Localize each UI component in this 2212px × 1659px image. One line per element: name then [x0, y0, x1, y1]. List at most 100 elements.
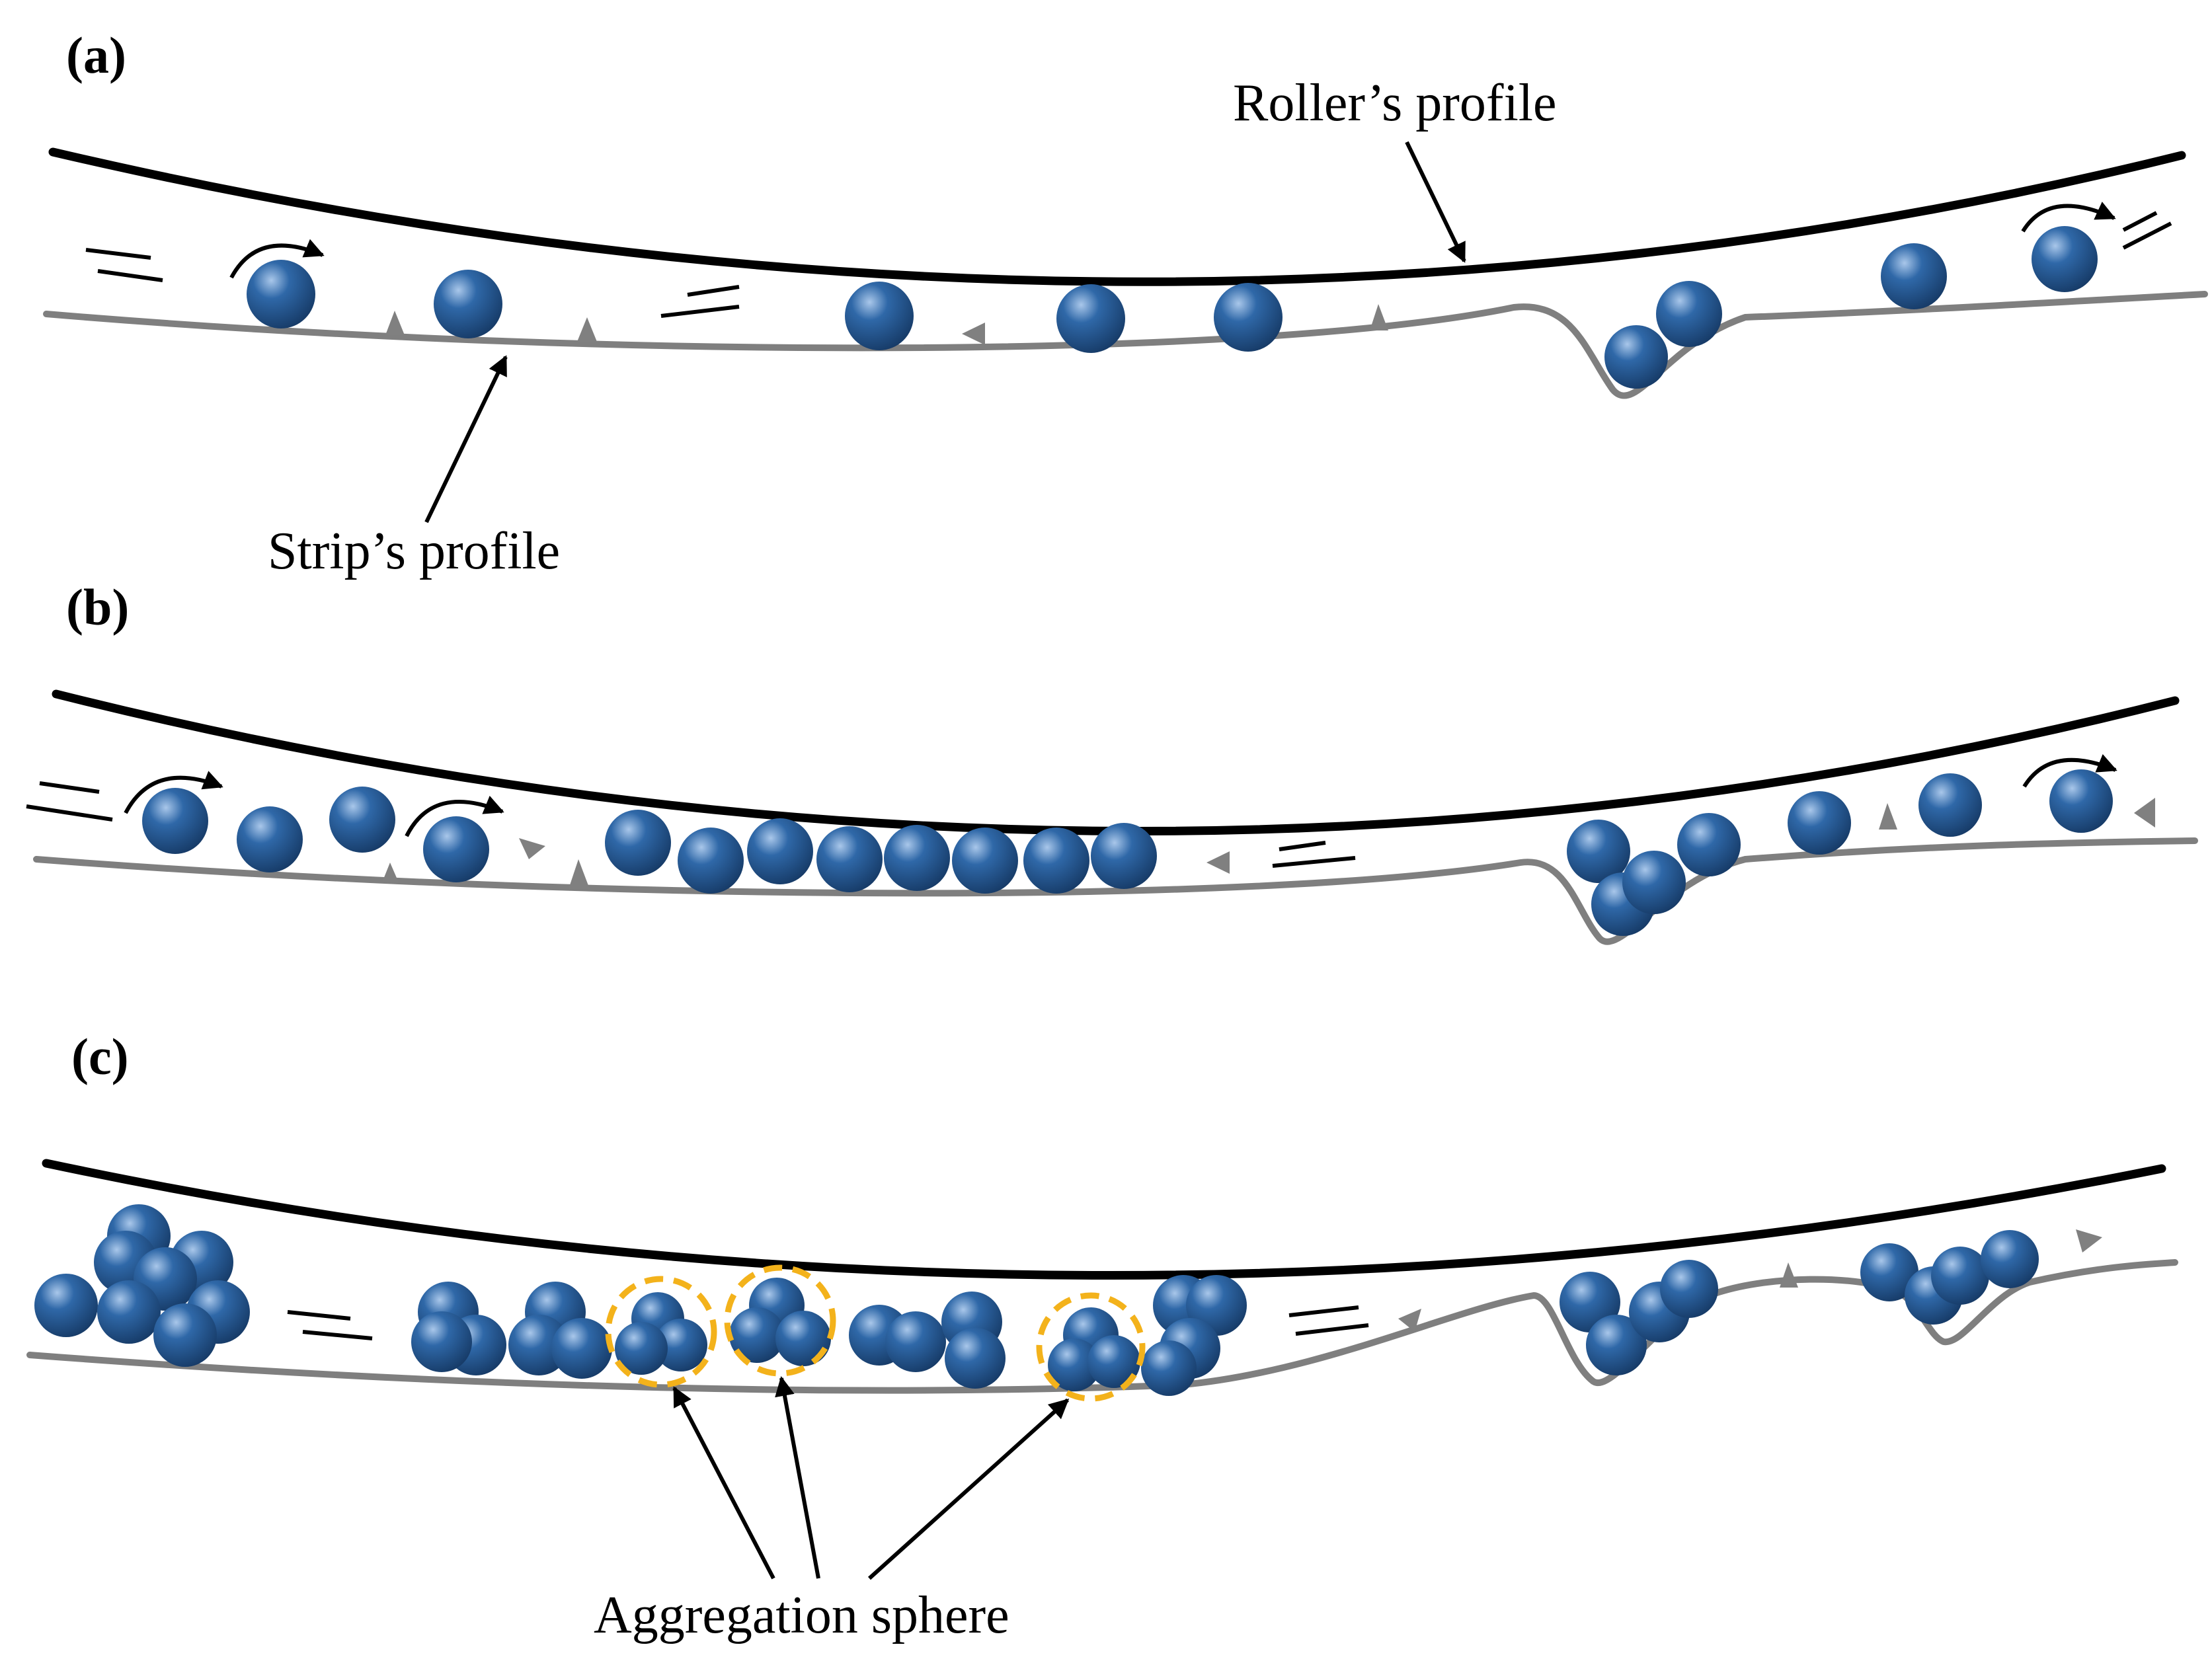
particle [885, 1311, 946, 1372]
asperities-c [1398, 1229, 2102, 1332]
particle [952, 828, 1018, 894]
rotation-arrow-icon [405, 795, 504, 837]
rotation-arrow-icon [124, 771, 223, 814]
asperity [1398, 1309, 1421, 1332]
particle [1087, 1335, 1140, 1388]
particle [1622, 851, 1686, 914]
aggregation-pointer [672, 1386, 775, 1580]
rotation-arrow-icon [2022, 753, 2117, 788]
panel-c-label: (c) [71, 1028, 129, 1085]
flow-mark [302, 1330, 373, 1340]
particle [729, 1307, 785, 1363]
panel-b-label: (b) [66, 578, 129, 636]
particle [1677, 813, 1741, 876]
strip-profile-a [43, 291, 2208, 399]
asperity [569, 859, 590, 889]
rotation-arrows-a [229, 202, 2116, 279]
particle [237, 806, 303, 872]
particles-b [142, 769, 2113, 936]
particle [551, 1318, 612, 1379]
particle [747, 818, 813, 884]
flow-marks-c [287, 1305, 1369, 1340]
particle [845, 282, 914, 350]
aggregation-annotation: Aggregation sphere [594, 1376, 1070, 1644]
particle [329, 787, 395, 853]
particle [2049, 769, 2113, 833]
particle [411, 1311, 472, 1372]
particle [1023, 828, 1089, 894]
flow-mark [39, 781, 100, 794]
roller-profile-pointer [1405, 141, 1466, 263]
panel-b: (b) [26, 578, 2198, 945]
particle [97, 1280, 161, 1344]
particle [1214, 283, 1283, 352]
particle [615, 1322, 668, 1375]
particle [1918, 773, 1982, 837]
particle [816, 826, 883, 892]
asperity [1370, 304, 1388, 330]
particle [34, 1274, 98, 1337]
aggregation-pointer [775, 1376, 820, 1579]
panel-c: (c) [26, 1028, 2178, 1644]
particle [1860, 1243, 1918, 1301]
aggregation-sphere-ring [605, 1276, 717, 1388]
particle [1091, 823, 1157, 889]
particle [1931, 1247, 1989, 1305]
flow-mark [97, 269, 163, 282]
particle [884, 825, 950, 891]
particle [1881, 243, 1947, 309]
roller-profile-c [42, 1159, 2166, 1280]
particle [1604, 325, 1668, 389]
strip-annotation: Strip’s profile [268, 355, 560, 580]
particle [142, 788, 208, 854]
asperity [1206, 851, 1230, 874]
strip-profile-b [33, 837, 2198, 945]
asperities-b [382, 798, 2155, 889]
roller-profile-label: Roller’s profile [1233, 74, 1557, 132]
asperity [1879, 803, 1897, 830]
aggregation-sphere-ring [724, 1264, 836, 1377]
asperities-a [385, 304, 1388, 345]
asperity [382, 863, 399, 882]
rotation-arrows-b [124, 753, 2117, 837]
flow-mark [1288, 1305, 1359, 1317]
particle [1656, 281, 1722, 347]
aggregation-sphere-label: Aggregation sphere [594, 1586, 1009, 1644]
asperity [962, 323, 985, 345]
strip-profile-label: Strip’s profile [268, 522, 560, 580]
particle [654, 1319, 707, 1371]
particle [945, 1328, 1006, 1389]
flow-mark [1272, 856, 1356, 868]
asperity [385, 311, 405, 335]
particle [247, 260, 315, 328]
particle [1048, 1338, 1101, 1391]
flow-mark [1279, 841, 1326, 851]
particle [1660, 1260, 1718, 1318]
strip-profile-c [26, 1259, 2178, 1394]
particle [1141, 1340, 1197, 1396]
roller-profile-a [48, 147, 2186, 286]
flow-mark [2122, 221, 2172, 250]
particle [775, 1311, 831, 1366]
flow-mark [287, 1310, 351, 1321]
panel-a-label: (a) [66, 26, 126, 84]
asperity [519, 838, 545, 859]
panel-a: (a) [43, 26, 2208, 580]
particle [1586, 1315, 1647, 1375]
particles-a [247, 226, 2098, 389]
particle [1981, 1230, 2039, 1288]
asperity [2076, 1229, 2102, 1253]
flow-mark [687, 285, 740, 297]
rotation-arrow-icon [2021, 202, 2116, 233]
asperity [1780, 1262, 1798, 1288]
roller-annotation: Roller’s profile [1233, 74, 1557, 263]
flow-mark [26, 804, 113, 822]
asperity [577, 317, 597, 342]
particle [1056, 284, 1125, 353]
flow-marks-a [85, 211, 2172, 318]
strip-profile-pointer [424, 355, 508, 523]
particle [2032, 226, 2098, 292]
particles-c [34, 1204, 2039, 1396]
rotation-arrow-icon [229, 239, 325, 279]
